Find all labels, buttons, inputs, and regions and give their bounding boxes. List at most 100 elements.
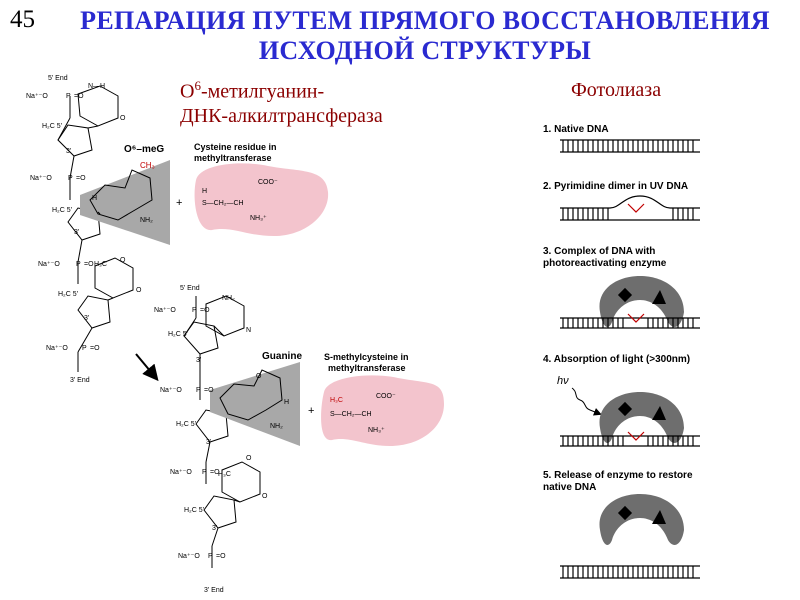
svg-text:=O: =O xyxy=(90,345,100,352)
smc-formula: H₃C COO⁻ S—CH₂—CH NH₃⁺ xyxy=(330,393,396,434)
plus-sign-1: + xyxy=(176,197,182,209)
step-3-label-2: photoreactivating enzyme xyxy=(543,258,667,269)
svg-text:H₂C 5': H₂C 5' xyxy=(58,291,78,298)
step-3-label: 3. Complex of DNA with xyxy=(543,246,655,257)
o6-meg-base xyxy=(80,160,170,245)
svg-text:3' End: 3' End xyxy=(204,587,224,594)
svg-text:=O: =O xyxy=(216,553,226,560)
step-5-label-2: native DNA xyxy=(543,482,596,493)
photolyase-enzyme-3 xyxy=(599,276,684,327)
svg-text:COO⁻: COO⁻ xyxy=(258,179,278,186)
svg-text:COO⁻: COO⁻ xyxy=(376,393,396,400)
svg-text:=O: =O xyxy=(200,307,210,314)
svg-text:O: O xyxy=(262,493,268,500)
svg-text:P: P xyxy=(202,469,207,476)
svg-text:S—CH₂—CH: S—CH₂—CH xyxy=(330,411,372,418)
cysteine-formula: COO⁻ H S—CH₂—CH NH₃⁺ xyxy=(202,179,278,222)
enzyme-square-4 xyxy=(617,401,633,417)
svg-text:H₃C: H₃C xyxy=(218,471,231,478)
dna-complex-3 xyxy=(560,313,700,329)
svg-text:P: P xyxy=(192,307,197,314)
svg-text:3': 3' xyxy=(206,439,211,446)
svg-text:NH₃⁺: NH₃⁺ xyxy=(368,427,385,434)
methyl-group-label: CH₃ xyxy=(140,161,155,170)
plus-sign-2: + xyxy=(308,405,314,417)
photolyase-enzyme-4 xyxy=(599,392,684,443)
svg-text:3': 3' xyxy=(66,148,71,155)
slide-number: 45 xyxy=(10,6,35,33)
svg-text:Na⁺⁻O: Na⁺⁻O xyxy=(46,345,68,352)
svg-text:3': 3' xyxy=(84,315,89,322)
svg-text:NH₂: NH₂ xyxy=(270,423,283,430)
svg-text:H: H xyxy=(92,195,97,202)
svg-text:O: O xyxy=(256,373,262,380)
strand-after-labels: 5' End Na⁺⁻O P =O H₂C 5' 3' Na⁺⁻O P =O H… xyxy=(154,285,289,594)
step-4-label: 4. Absorption of light (>300nm) xyxy=(543,354,690,365)
svg-text:H: H xyxy=(202,188,207,195)
photolyase-enzyme-5 xyxy=(599,494,684,545)
svg-text:O: O xyxy=(246,455,252,462)
step-1-label: 1. Native DNA xyxy=(543,124,609,135)
smc-title-2: methyltransferase xyxy=(328,363,406,373)
dna-native-1 xyxy=(560,139,700,153)
svg-text:NH₂: NH₂ xyxy=(140,217,153,224)
svg-text:H₂C 5': H₂C 5' xyxy=(176,421,196,428)
strand-before-labels: 5' End Na⁺⁻O P =O H₂C 5' 3' Na⁺⁻O P =O H… xyxy=(26,75,153,384)
dna-strand-before xyxy=(57,85,134,372)
svg-text:H₃C: H₃C xyxy=(94,261,107,268)
svg-text:=O: =O xyxy=(84,261,94,268)
svg-text:S—CH₂—CH: S—CH₂—CH xyxy=(202,200,244,207)
svg-text:P: P xyxy=(82,345,87,352)
dna-complex-4 xyxy=(560,431,700,447)
enzyme-square-3 xyxy=(617,287,633,303)
transition-arrow xyxy=(135,353,159,382)
dna-native-5 xyxy=(560,565,700,579)
svg-text:P: P xyxy=(76,261,81,268)
svg-text:Na⁺⁻O: Na⁺⁻O xyxy=(38,261,60,268)
dna-dimer-2 xyxy=(560,195,700,221)
dna-strand-after xyxy=(183,295,261,568)
svg-text:Na⁺⁻O: Na⁺⁻O xyxy=(30,175,52,182)
svg-text:O: O xyxy=(136,287,142,294)
svg-text:H: H xyxy=(284,399,289,406)
svg-text:H₂C 5': H₂C 5' xyxy=(168,331,188,338)
svg-text:O: O xyxy=(120,257,126,264)
svg-text:NH₃⁺: NH₃⁺ xyxy=(250,215,267,222)
cysteine-enzyme-blob xyxy=(194,163,329,236)
light-wave xyxy=(571,387,602,416)
svg-text:NH₂: NH₂ xyxy=(222,295,235,302)
svg-text:5' End: 5' End xyxy=(180,285,200,292)
svg-text:=O: =O xyxy=(74,93,84,100)
photolyase-steps: 1. Native DNA 2. Pyrimidine dimer in UV … xyxy=(543,124,700,579)
cysteine-title-2: methyltransferase xyxy=(194,153,272,163)
svg-text:P: P xyxy=(66,93,71,100)
svg-text:3' End: 3' End xyxy=(70,377,90,384)
cysteine-title-1: Cysteine residue in xyxy=(194,142,277,152)
svg-text:P: P xyxy=(68,175,73,182)
svg-text:Na⁺⁻O: Na⁺⁻O xyxy=(170,469,192,476)
hv-label: hν xyxy=(557,375,569,387)
svg-text:N: N xyxy=(246,327,251,334)
svg-text:O: O xyxy=(120,115,126,122)
svg-text:H₃C: H₃C xyxy=(330,397,343,404)
svg-text:3': 3' xyxy=(74,229,79,236)
svg-text:=O: =O xyxy=(210,469,220,476)
step-5-label: 5. Release of enzyme to restore xyxy=(543,470,693,481)
enzyme-square-5 xyxy=(617,505,633,521)
guanine-label: Guanine xyxy=(262,351,302,362)
svg-text:Na⁺⁻O: Na⁺⁻O xyxy=(178,553,200,560)
svg-text:P: P xyxy=(196,387,201,394)
label-photolyase: Фотолиаза xyxy=(571,79,662,101)
svg-text:H₂C 5': H₂C 5' xyxy=(42,123,62,130)
svg-text:Na⁺⁻O: Na⁺⁻O xyxy=(26,93,48,100)
o6-meg-label: O⁶–meG xyxy=(124,144,164,155)
svg-text:Na⁺⁻O: Na⁺⁻O xyxy=(154,307,176,314)
enzyme-triangle-5 xyxy=(652,510,666,524)
svg-text:3': 3' xyxy=(196,357,201,364)
guanine-base xyxy=(210,362,300,446)
svg-text:N—H: N—H xyxy=(88,83,105,90)
smc-title-1: S-methylcysteine in xyxy=(324,352,409,362)
svg-text:3': 3' xyxy=(212,525,217,532)
enzyme-triangle-4 xyxy=(652,406,666,420)
svg-text:P: P xyxy=(208,553,213,560)
